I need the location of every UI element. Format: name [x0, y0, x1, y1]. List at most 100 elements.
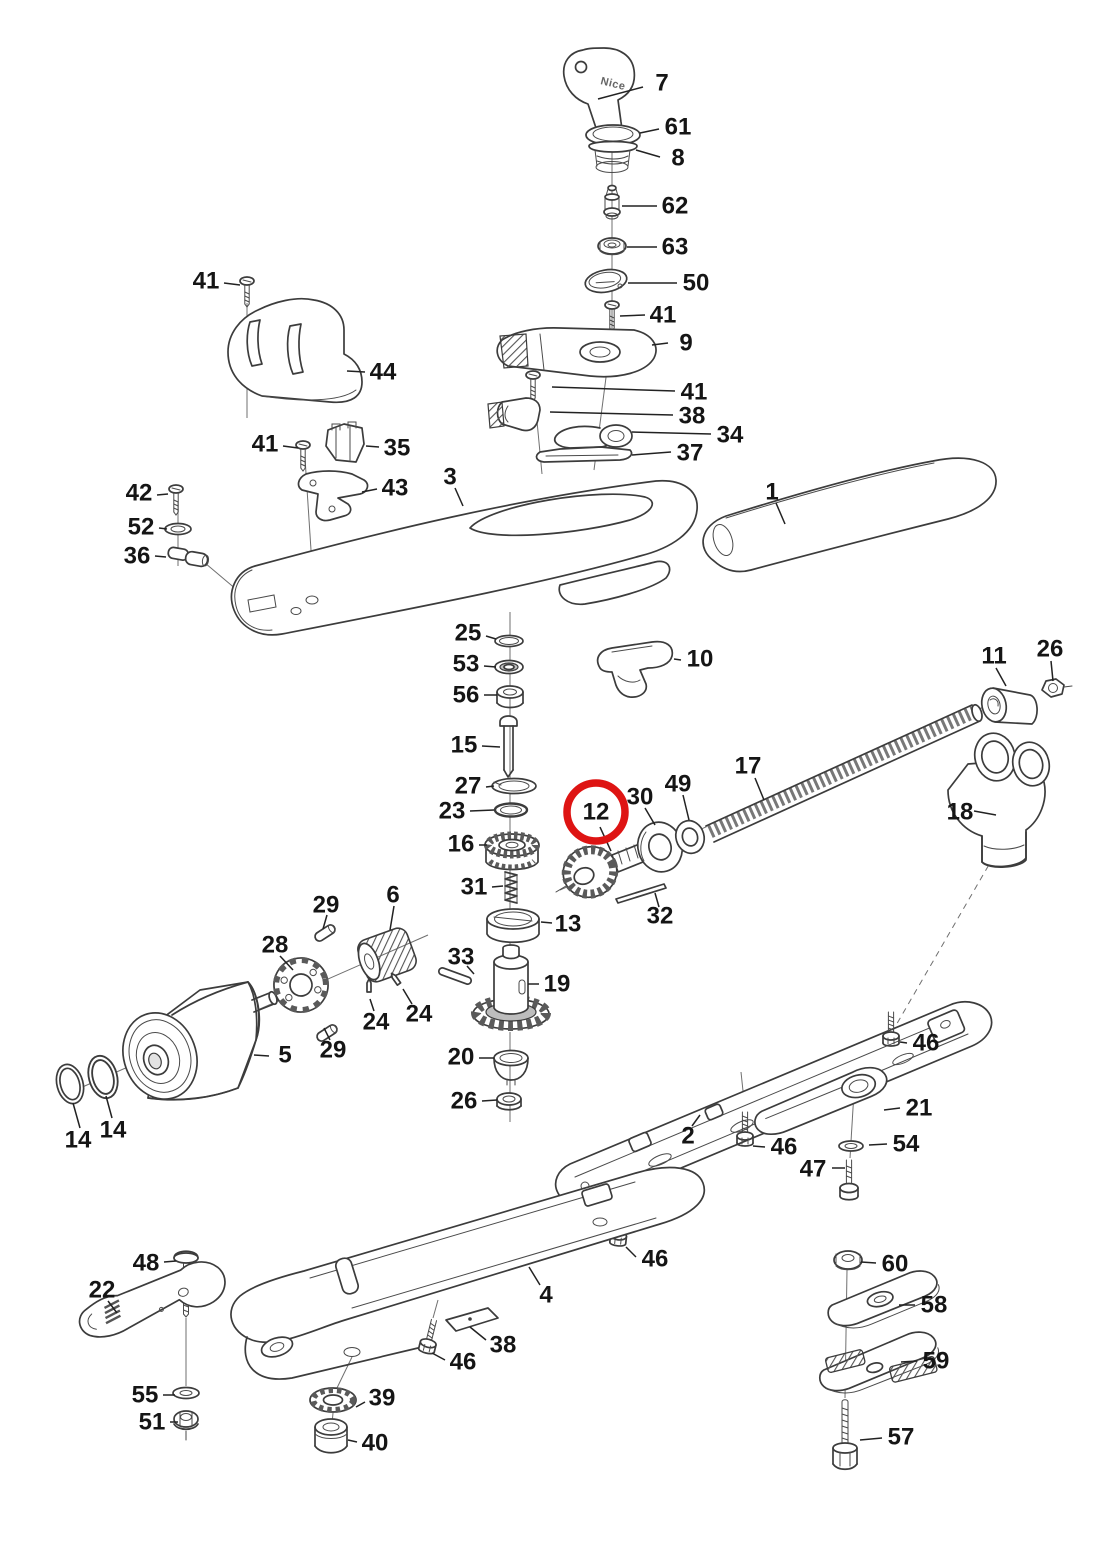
bolt-57 — [832, 1399, 858, 1471]
part-label-46: 46 — [450, 1349, 477, 1376]
leader-line-part-36 — [154, 555, 167, 558]
part-label-46: 46 — [771, 1134, 798, 1161]
part-label-59: 59 — [923, 1348, 950, 1375]
part-label-48: 48 — [133, 1250, 160, 1277]
part-label-15: 15 — [451, 732, 478, 759]
part-drawing-cam-cap — [584, 268, 628, 294]
part-drawing-bracket-10 — [596, 640, 674, 698]
part-label-29: 29 — [313, 892, 340, 919]
leader-line-part-24 — [402, 988, 413, 1005]
part-label-5: 5 — [278, 1042, 291, 1069]
part-drawing-bushing-40 — [314, 1418, 348, 1454]
leader-line-part-33 — [466, 965, 475, 975]
part-drawing-bushing-11 — [980, 687, 1038, 725]
part-label-7: 7 — [655, 70, 668, 97]
leader-line-part-43 — [361, 488, 378, 493]
leader-line-part-13 — [540, 921, 553, 924]
part-label-38: 38 — [490, 1332, 517, 1359]
part-label-57: 57 — [888, 1424, 915, 1451]
part-label-22: 22 — [89, 1277, 116, 1304]
part-label-42: 42 — [126, 480, 153, 507]
part-label-49: 49 — [665, 771, 692, 798]
part-drawing-bottom-shell-4 — [230, 1166, 706, 1380]
leader-line-part-35 — [365, 445, 380, 448]
brand-mark-text: Nice — [599, 75, 626, 93]
part-drawing-release-lever — [297, 470, 369, 522]
part-drawing-helical-gear-16 — [484, 831, 540, 871]
screw-41 — [239, 276, 255, 308]
leader-line-part-46 — [752, 1145, 766, 1148]
part-label-3: 3 — [443, 464, 456, 491]
part-label-38: 38 — [679, 403, 706, 430]
part-drawing-plate-22 — [78, 1261, 226, 1338]
part-label-20: 20 — [448, 1044, 475, 1071]
leader-line-part-24 — [369, 998, 375, 1012]
part-drawing-plate-21 — [754, 1066, 888, 1136]
leader-line-part-5 — [253, 1054, 270, 1057]
part-label-37: 37 — [677, 440, 704, 467]
part-drawing-lock-nut — [597, 237, 627, 256]
highlight-circle-part-12 — [563, 779, 629, 845]
part-label-52: 52 — [128, 514, 155, 541]
pin-24 — [390, 972, 402, 986]
part-drawing-nut-60 — [833, 1250, 863, 1271]
leader-line-part-18 — [973, 810, 997, 816]
leader-line-part-28 — [279, 955, 294, 971]
leader-line-part-8 — [635, 149, 661, 158]
part-drawing-shaft-pin-15 — [499, 715, 518, 778]
leader-line-part-41 — [282, 445, 299, 449]
part-label-53: 53 — [453, 651, 480, 678]
highlight-layer — [563, 779, 629, 845]
part-label-36: 36 — [124, 543, 151, 570]
part-label-4: 4 — [539, 1282, 553, 1309]
leader-line-part-2 — [691, 1114, 701, 1127]
oring-14 — [51, 1060, 89, 1108]
part-label-12: 12 — [583, 799, 610, 826]
part-label-24: 24 — [363, 1009, 390, 1036]
leader-line-part-52 — [158, 527, 168, 530]
leader-line-part-1 — [775, 502, 786, 525]
part-label-62: 62 — [662, 193, 689, 220]
leader-line-part-10 — [673, 658, 682, 661]
part-label-29: 29 — [320, 1037, 347, 1064]
part-label-41: 41 — [252, 431, 279, 458]
leader-line-part-25 — [485, 635, 497, 640]
leader-line-part-26 — [481, 1099, 498, 1102]
part-label-39: 39 — [369, 1385, 396, 1412]
leader-line-part-60 — [860, 1261, 877, 1264]
part-drawing-cup-20 — [493, 1049, 529, 1086]
leader-line-part-7 — [597, 86, 644, 100]
leader-line-part-46 — [431, 1352, 446, 1361]
leader-line-part-41 — [551, 386, 676, 392]
part-label-44: 44 — [370, 359, 397, 386]
part-drawing-motor-5 — [122, 981, 278, 1101]
leader-line-part-14 — [72, 1102, 81, 1129]
leader-line-part-3 — [454, 487, 464, 507]
leader-line-part-26 — [1050, 660, 1054, 682]
leader-line-part-40 — [347, 1439, 358, 1443]
part-label-40: 40 — [362, 1430, 389, 1457]
part-label-2: 2 — [681, 1123, 694, 1150]
pin-24 — [366, 978, 372, 993]
leader-line-part-9 — [651, 342, 669, 346]
part-label-41: 41 — [193, 268, 220, 295]
part-drawing-bushing-56 — [496, 685, 524, 709]
leader-line-part-4 — [528, 1266, 541, 1286]
part-label-43: 43 — [382, 475, 409, 502]
leader-line-part-61 — [639, 128, 660, 134]
leader-line-part-15 — [481, 745, 501, 748]
screw-41 — [295, 440, 311, 472]
leader-line-part-37 — [631, 451, 672, 456]
part-label-10: 10 — [687, 646, 714, 673]
part-drawing-ring-26-lower — [496, 1092, 522, 1111]
part-drawing-pin-33 — [437, 967, 473, 985]
leader-line-part-57 — [859, 1437, 883, 1441]
part-label-30: 30 — [627, 784, 654, 811]
part-drawing-ring-nut — [585, 124, 641, 173]
leader-line-part-46 — [899, 1041, 908, 1044]
part-label-26: 26 — [451, 1088, 478, 1115]
leader-line-part-17 — [754, 777, 765, 801]
part-label-19: 19 — [544, 971, 571, 998]
leader-lines-layer — [72, 86, 1054, 1443]
